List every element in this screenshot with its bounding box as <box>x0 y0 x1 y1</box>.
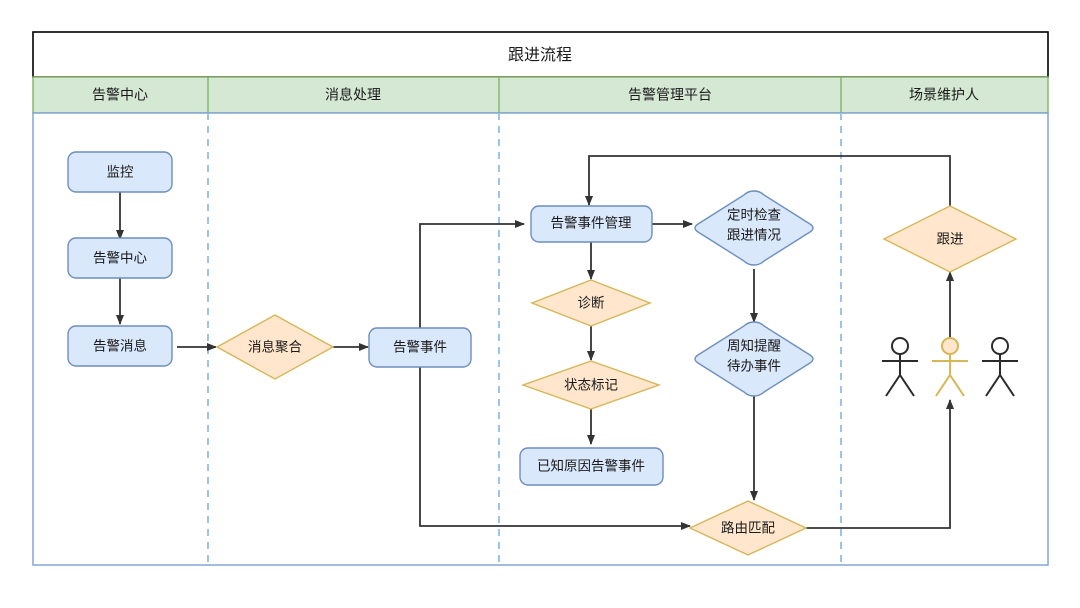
node-route-match-label: 路由匹配 <box>721 521 775 536</box>
node-msg-aggregate-label: 消息聚合 <box>248 339 302 355</box>
node-event-manage[interactable]: 告警事件管理 <box>530 205 653 243</box>
edge-route-match-to-actor <box>806 399 954 529</box>
node-followup[interactable]: 跟进 <box>882 205 1018 273</box>
node-route-match[interactable]: 路由匹配 <box>688 500 808 556</box>
node-diagnose-label: 诊断 <box>578 296 605 311</box>
node-monitor[interactable]: 监控 <box>67 151 173 193</box>
edge-followup-to-event-manage <box>585 155 951 207</box>
node-timed-check-label-line1: 定时检查 <box>727 208 781 223</box>
node-notify-todo-label-line2: 待办事件 <box>727 359 781 374</box>
node-status-mark[interactable]: 状态标记 <box>520 360 662 410</box>
actor-right[interactable] <box>982 337 1018 397</box>
lane-title-alert-center: 告警中心 <box>92 87 148 103</box>
node-timed-check-label-line2: 跟进情况 <box>727 228 781 243</box>
lane-title-maintainer: 场景维护人 <box>909 87 979 103</box>
edges <box>116 155 954 530</box>
edge-alert-event-to-route-match <box>419 366 691 530</box>
node-timed-check[interactable]: 定时检查 跟进情况 <box>694 190 814 266</box>
lane-title-platform: 告警管理平台 <box>628 87 712 103</box>
node-status-mark-label: 状态标记 <box>564 378 618 393</box>
node-alert-event-label: 告警事件 <box>393 340 447 355</box>
node-alert-center-label: 告警中心 <box>93 251 147 266</box>
node-followup-label: 跟进 <box>937 232 965 247</box>
node-notify-todo[interactable]: 周知提醒 待办事件 <box>694 321 814 397</box>
pool-title: 跟进流程 <box>508 46 572 64</box>
node-monitor-label: 监控 <box>107 165 134 180</box>
node-alert-message-label: 告警消息 <box>93 338 147 354</box>
lane-header-band <box>32 76 1049 114</box>
pool-title-band <box>32 31 1049 78</box>
node-event-manage-label: 告警事件管理 <box>551 216 632 231</box>
actor-center[interactable] <box>932 337 968 397</box>
node-alert-center[interactable]: 告警中心 <box>67 237 173 279</box>
node-notify-todo-label-line1: 周知提醒 <box>727 338 781 354</box>
node-known-cause-label: 已知原因告警事件 <box>537 458 645 474</box>
edge-alert-event-to-event-manage <box>419 220 525 330</box>
lane-title-message: 消息处理 <box>325 87 381 103</box>
pool-frame: 跟进流程 告警中心 消息处理 告警管理平台 场景维护人 <box>32 31 1049 566</box>
node-known-cause[interactable]: 已知原因告警事件 <box>519 447 664 486</box>
actor-left[interactable] <box>882 337 918 397</box>
node-alert-event[interactable]: 告警事件 <box>368 327 472 368</box>
node-msg-aggregate[interactable]: 消息聚合 <box>215 314 335 380</box>
node-diagnose[interactable]: 诊断 <box>530 279 652 327</box>
pool-body <box>32 112 1049 566</box>
node-alert-message[interactable]: 告警消息 <box>67 325 173 367</box>
